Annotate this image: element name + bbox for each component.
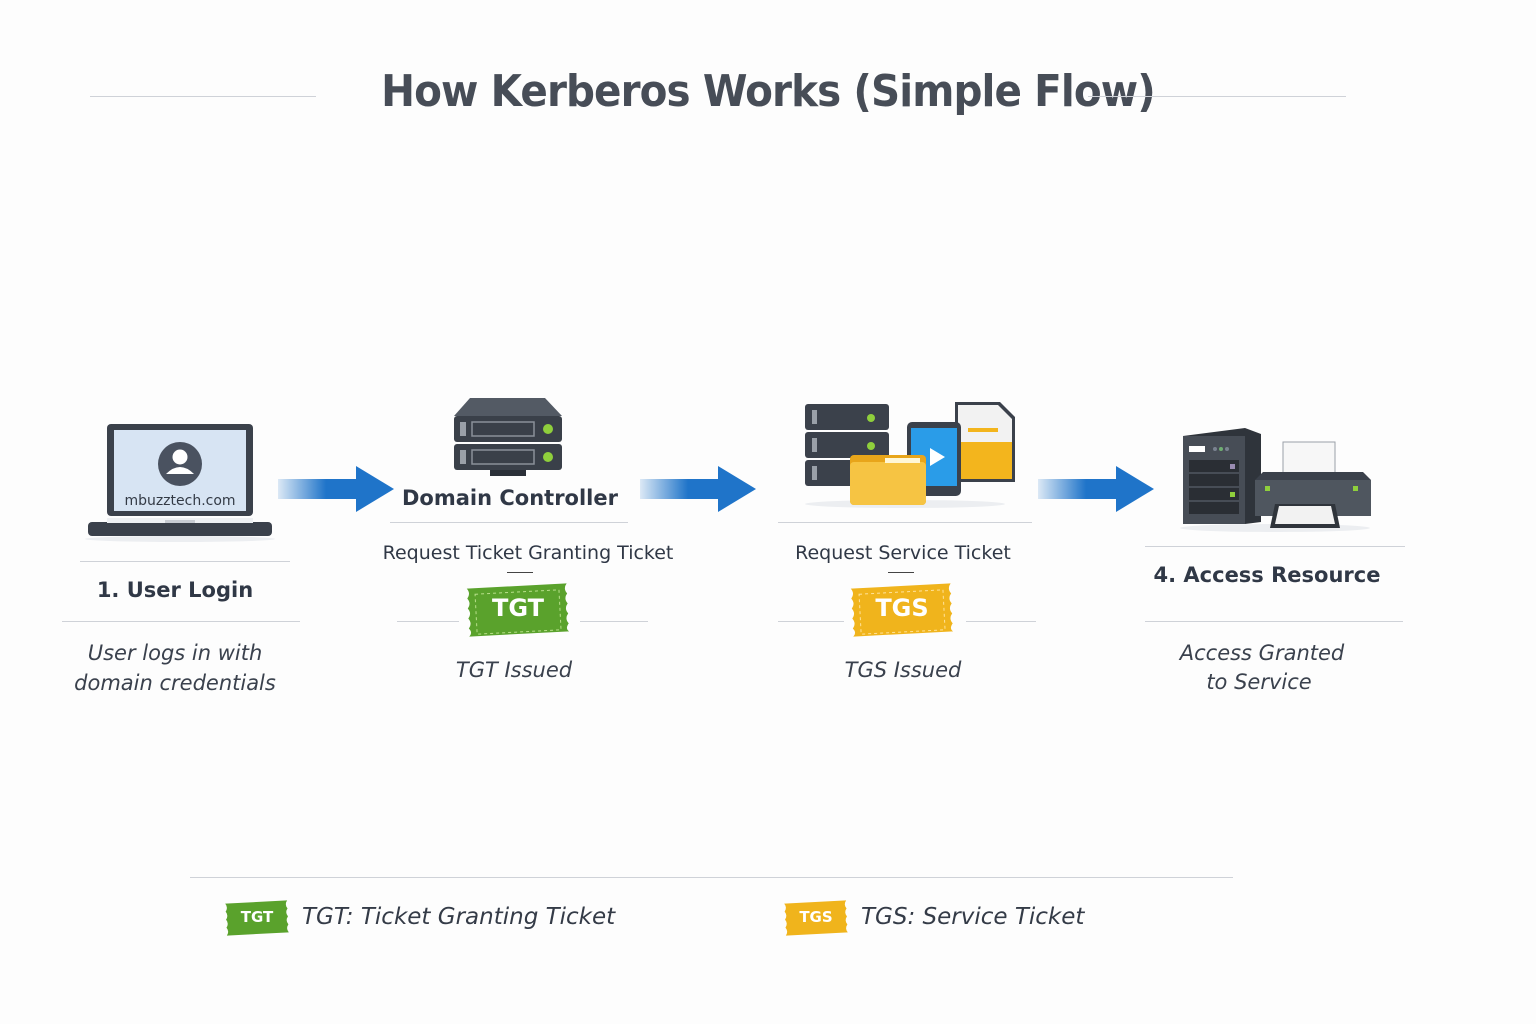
flow-arrow xyxy=(640,466,756,516)
step2-result: TGT Issued xyxy=(455,658,573,682)
divider xyxy=(1145,621,1403,622)
legend-tgt-badge-label: TGT xyxy=(240,908,274,926)
divider xyxy=(778,522,1032,523)
step2-heading: Domain Controller xyxy=(402,486,618,510)
divider xyxy=(580,621,648,622)
step3-result: TGS Issued xyxy=(844,658,962,682)
legend-tgs-badge: TGS xyxy=(781,898,851,938)
divider xyxy=(62,621,300,622)
divider xyxy=(80,561,290,562)
flow-arrow xyxy=(1038,466,1154,516)
step3-request: Request Service Ticket xyxy=(795,542,1011,564)
title-rule-right xyxy=(1088,96,1346,97)
step4-description-line2: to Service xyxy=(1206,670,1312,694)
divider xyxy=(966,621,1036,622)
laptop-user-icon: mbuzztech.com xyxy=(85,422,275,542)
tgt-ticket-label: TGT xyxy=(491,594,545,622)
legend-tgt-badge: TGT xyxy=(222,898,292,938)
legend-divider xyxy=(190,877,1233,878)
resource-printer-icon xyxy=(1175,424,1375,534)
tgs-ticket-icon: TGS xyxy=(846,580,958,642)
tgt-ticket-icon: TGT xyxy=(462,580,574,642)
legend-tgs-text: TGS: Service Ticket xyxy=(861,904,1085,930)
flow-arrow xyxy=(278,466,394,516)
divider xyxy=(390,522,628,523)
divider xyxy=(507,572,533,573)
step2-request: Request Ticket Granting Ticket xyxy=(382,542,674,564)
legend-tgt-text: TGT: Ticket Granting Ticket xyxy=(302,904,616,930)
server-icon xyxy=(450,396,565,478)
step1-description-line1: User logs in with xyxy=(87,641,263,665)
legend-tgs-badge-label: TGS xyxy=(799,908,833,926)
divider xyxy=(1145,546,1405,547)
divider xyxy=(397,621,459,622)
divider xyxy=(778,621,844,622)
title-rule-left xyxy=(90,96,316,97)
services-icon xyxy=(795,400,1020,510)
step1-description-line2: domain credentials xyxy=(74,671,276,695)
step4-description-line1: Access Granted xyxy=(1179,641,1345,665)
divider xyxy=(888,572,914,573)
step1-heading: 1. User Login xyxy=(96,578,254,602)
page-title: How Kerberos Works (Simple Flow) xyxy=(381,66,1156,117)
step4-heading: 4. Access Resource xyxy=(1153,563,1381,587)
tgs-ticket-label: TGS xyxy=(875,594,929,622)
laptop-screen-text: mbuzztech.com xyxy=(124,493,236,509)
